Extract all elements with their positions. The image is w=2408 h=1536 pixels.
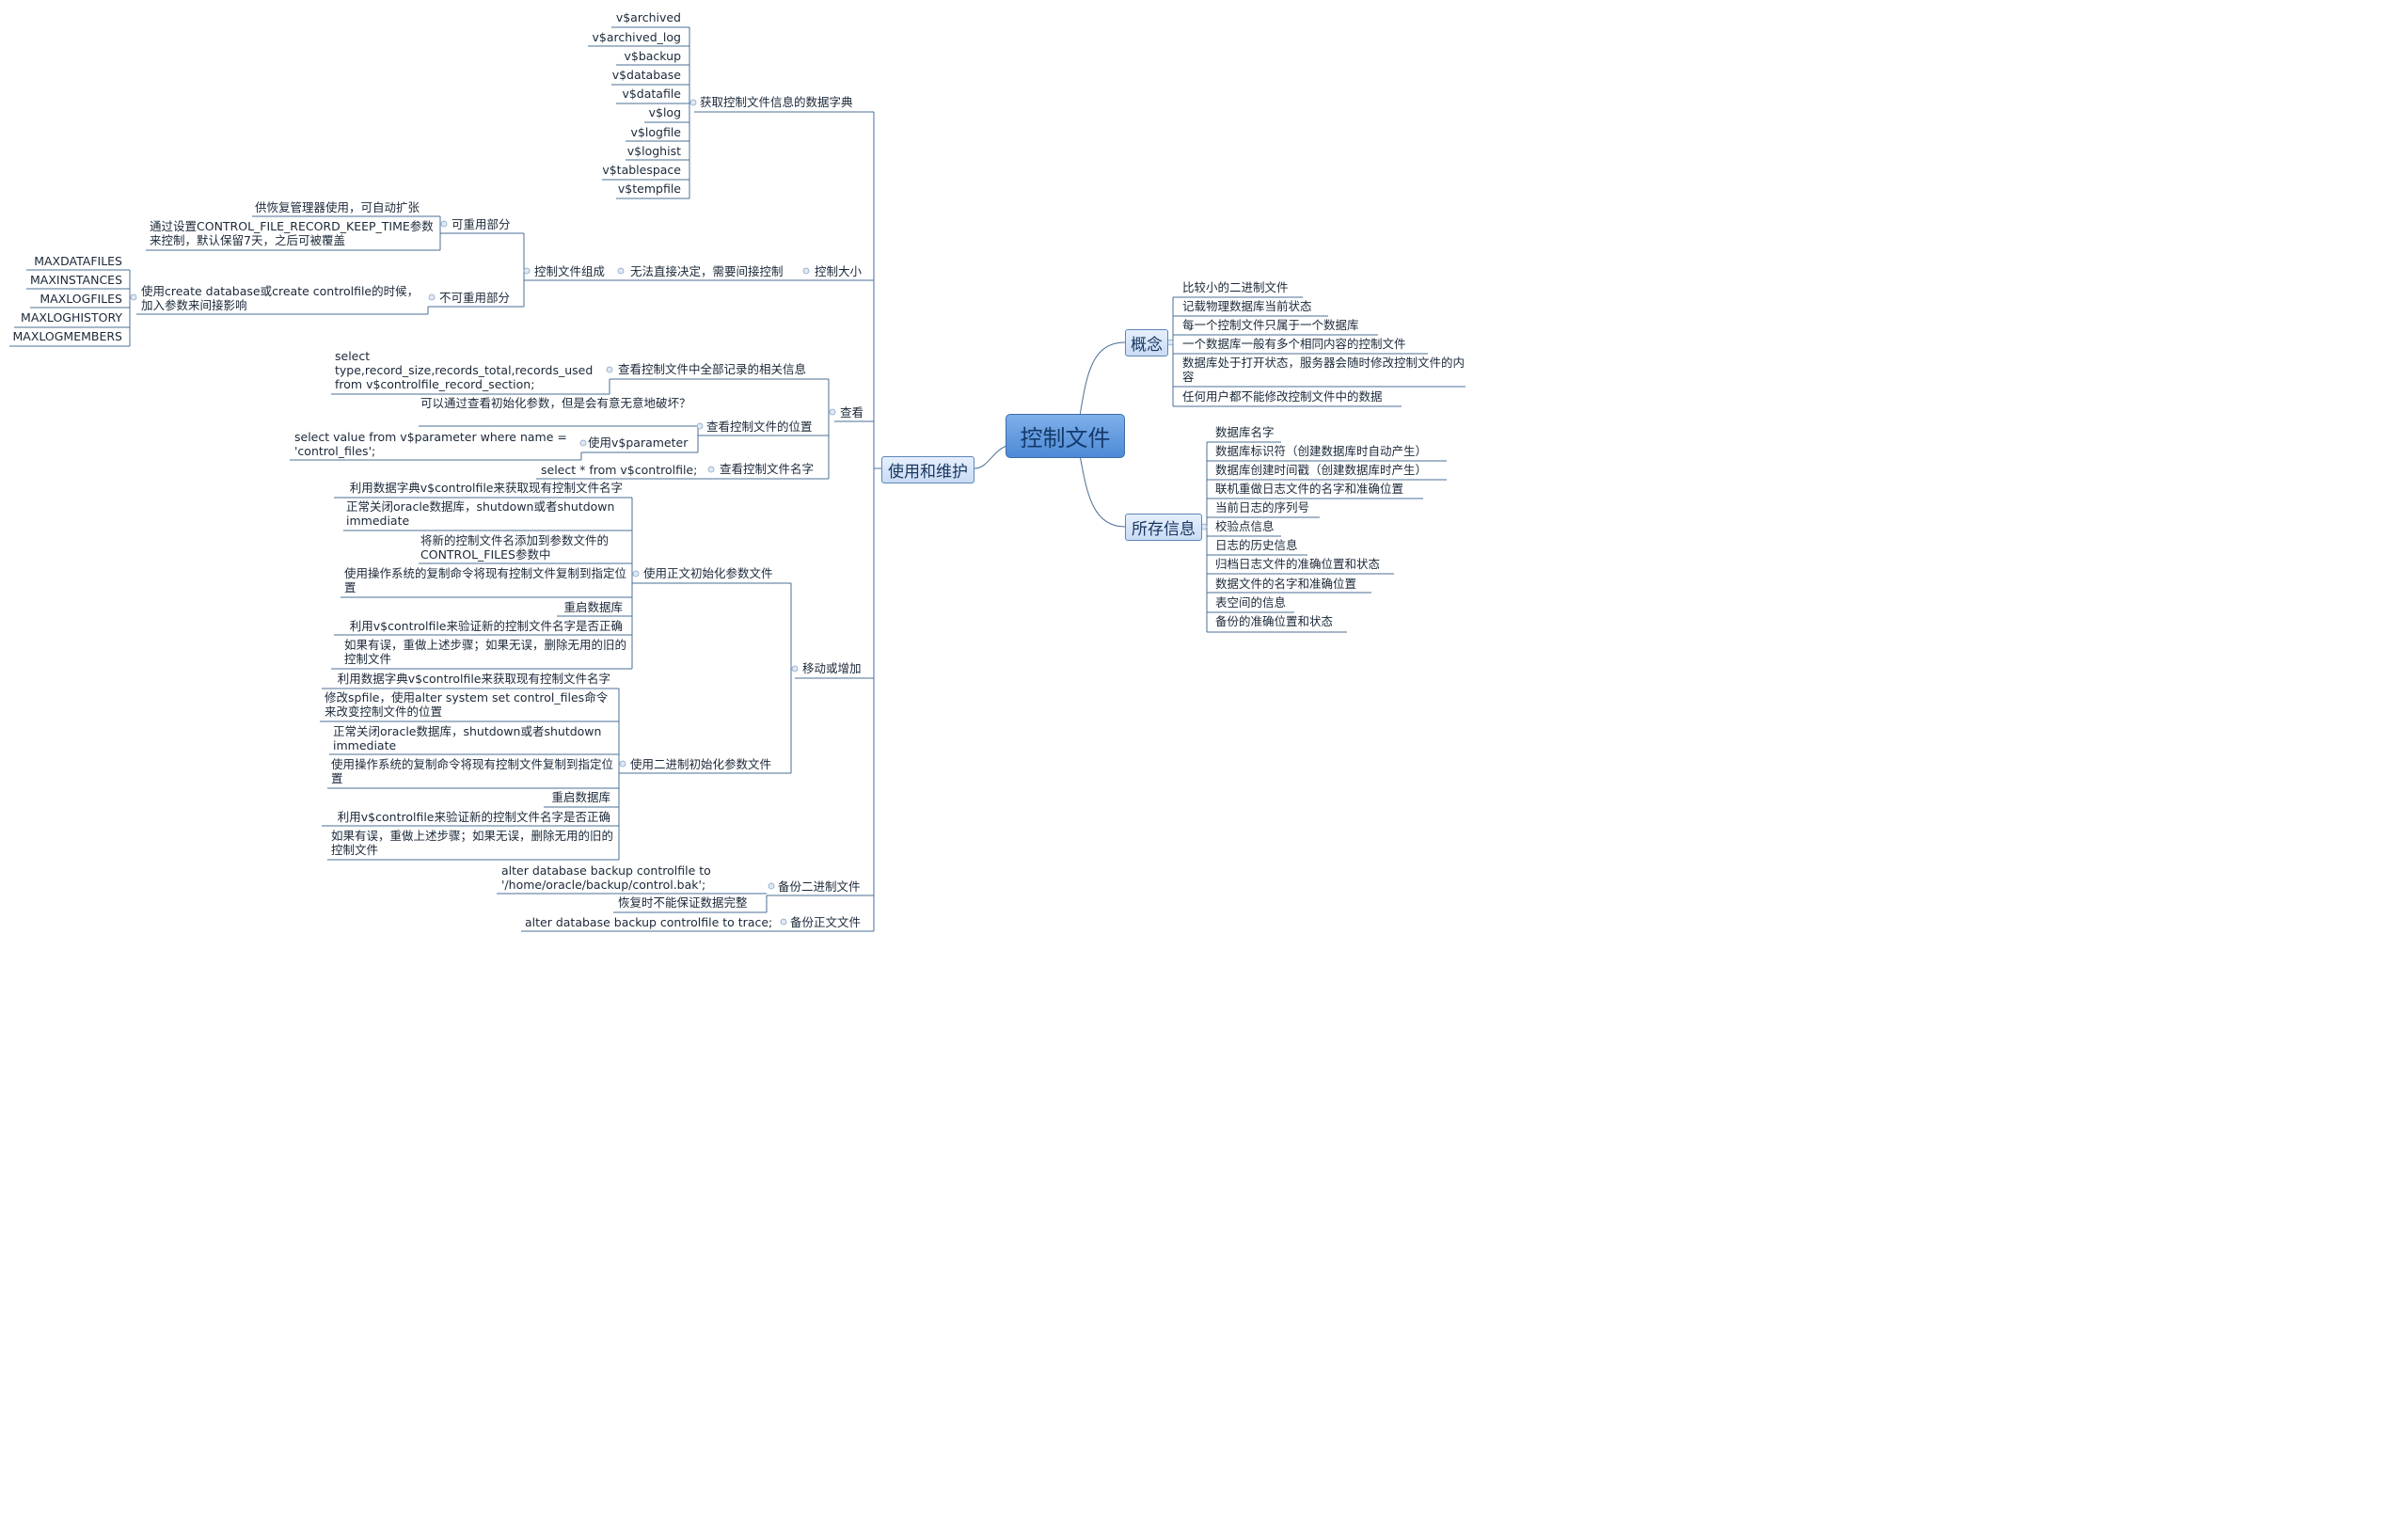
stored-item: 当前日志的序列号	[1215, 500, 1310, 515]
backup-binary-note: 恢复时不能保证数据完整	[618, 895, 748, 910]
topic-use-maintain[interactable]: 使用和维护	[881, 456, 974, 483]
concept-item: 比较小的二进制文件	[1182, 280, 1289, 294]
dict-view-item: v$tablespace	[602, 163, 681, 177]
move-pfile[interactable]: 使用正文初始化参数文件	[643, 566, 773, 580]
concept-item: 一个数据库一般有多个相同内容的控制文件	[1182, 337, 1406, 351]
max-param: MAXINSTANCES	[30, 273, 122, 287]
dict-view-item: v$archived	[615, 10, 681, 24]
view-location-note: 可以通过查看初始化参数，但是会有意无意地破坏？	[420, 396, 691, 410]
stored-item: 联机重做日志文件的名字和准确位置	[1215, 482, 1404, 496]
mind-map-connectors	[9, 26, 1465, 932]
view-names-sql: select * from v$controlfile;	[541, 463, 698, 477]
spfile-step: 利用数据字典v$controlfile来获取现有控制文件名字	[337, 672, 610, 686]
subtopic-backup-text[interactable]: 备份正文文件	[790, 915, 862, 929]
dict-view-item: v$backup	[624, 49, 681, 63]
max-param: MAXLOGHISTORY	[21, 310, 122, 325]
nonreusable-part[interactable]: 不可重用部分	[439, 291, 511, 305]
pfile-step: 利用数据字典v$controlfile来获取现有控制文件名字	[349, 481, 623, 495]
view-param-sql: select value from v$parameter where name…	[294, 430, 567, 458]
backup-text-sql: alter database backup controlfile to tra…	[525, 915, 773, 929]
max-param: MAXDATAFILES	[34, 254, 122, 268]
concept-item: 任何用户都不能修改控制文件中的数据	[1182, 389, 1383, 404]
move-spfile[interactable]: 使用二进制初始化参数文件	[630, 757, 772, 771]
stored-item: 备份的准确位置和状态	[1215, 614, 1334, 628]
size-indirect[interactable]: 无法直接决定，需要间接控制	[630, 264, 784, 278]
spfile-step: 重启数据库	[551, 790, 610, 804]
view-records-sql: select type,record_size,records_total,re…	[335, 349, 594, 391]
size-composition[interactable]: 控制文件组成	[534, 264, 606, 278]
root-topic[interactable]: 控制文件	[1006, 414, 1125, 458]
pfile-step: 使用操作系统的复制命令将现有控制文件复制到指定位置	[344, 566, 627, 594]
dict-view-item: v$logfile	[630, 125, 681, 139]
backup-binary-sql: alter database backup controlfile to '/h…	[501, 863, 711, 892]
dict-view-item: v$datafile	[622, 87, 681, 101]
pfile-step: 利用v$controlfile来验证新的控制文件名字是否正确	[349, 619, 623, 633]
subtopic-backup-binary[interactable]: 备份二进制文件	[778, 879, 861, 894]
spfile-step: 修改spfile，使用alter system set control_file…	[325, 690, 609, 719]
topic-concept[interactable]: 概念	[1125, 329, 1168, 356]
dict-view-item: v$log	[648, 105, 681, 119]
reusable-keep-time: 通过设置CONTROL_FILE_RECORD_KEEP_TIME参数来控制，默…	[150, 219, 434, 247]
stored-item: 归档日志文件的准确位置和状态	[1215, 557, 1381, 571]
nonreusable-desc: 使用create database或create controlfile的时候，…	[141, 284, 420, 312]
pfile-step: 将新的控制文件名添加到参数文件的CONTROL_FILES参数中	[420, 533, 610, 562]
stored-item: 表空间的信息	[1215, 595, 1287, 610]
stored-item: 数据文件的名字和准确位置	[1215, 577, 1357, 591]
view-use-parameter[interactable]: 使用v$parameter	[588, 435, 689, 450]
dict-view-item: v$tempfile	[617, 182, 681, 196]
subtopic-move-add[interactable]: 移动或增加	[802, 661, 862, 675]
dict-view-item: v$archived_log	[592, 30, 681, 44]
spfile-step: 使用操作系统的复制命令将现有控制文件复制到指定位置	[331, 757, 614, 785]
stored-item: 数据库名字	[1215, 425, 1275, 439]
pfile-step: 正常关闭oracle数据库，shutdown或者shutdown immedia…	[346, 499, 615, 528]
stored-item: 日志的历史信息	[1215, 538, 1298, 552]
spfile-step: 如果有误，重做上述步骤；如果无误，删除无用的旧的控制文件	[331, 829, 614, 857]
concept-item: 数据库处于打开状态，服务器会随时修改控制文件的内容	[1182, 356, 1465, 384]
dict-view-item: v$database	[611, 68, 681, 82]
subtopic-view[interactable]: 查看	[840, 405, 864, 420]
view-names[interactable]: 查看控制文件名字	[720, 462, 815, 476]
concept-item: 记载物理数据库当前状态	[1182, 299, 1312, 313]
reusable-rman: 供恢复管理器使用，可自动扩张	[255, 200, 420, 214]
stored-item: 数据库标识符（创建数据库时自动产生）	[1215, 444, 1428, 458]
stored-item: 校验点信息	[1215, 519, 1275, 533]
subtopic-data-dictionary[interactable]: 获取控制文件信息的数据字典	[700, 95, 853, 109]
topic-stored-info[interactable]: 所存信息	[1125, 514, 1202, 541]
reusable-part[interactable]: 可重用部分	[452, 217, 511, 231]
view-records[interactable]: 查看控制文件中全部记录的相关信息	[618, 362, 807, 376]
view-location[interactable]: 查看控制文件的位置	[706, 420, 813, 434]
subtopic-control-size[interactable]: 控制大小	[815, 264, 863, 278]
spfile-step: 利用v$controlfile来验证新的控制文件名字是否正确	[337, 810, 610, 824]
pfile-step: 如果有误，重做上述步骤；如果无误，删除无用的旧的控制文件	[344, 638, 627, 666]
concept-item: 每一个控制文件只属于一个数据库	[1182, 318, 1359, 332]
pfile-step: 重启数据库	[563, 600, 623, 614]
dict-view-item: v$loghist	[626, 144, 681, 158]
max-param: MAXLOGMEMBERS	[12, 329, 122, 343]
max-param: MAXLOGFILES	[40, 292, 122, 306]
stored-item: 数据库创建时间戳（创建数据库时产生）	[1215, 463, 1428, 477]
spfile-step: 正常关闭oracle数据库，shutdown或者shutdown immedia…	[333, 724, 602, 752]
